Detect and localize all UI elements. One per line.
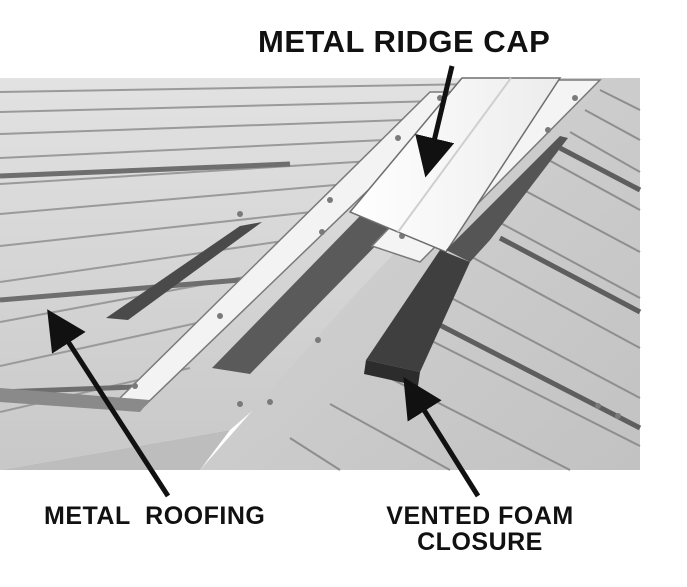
ridge-cap-arrow	[415, 65, 455, 178]
metal-ridge-cap	[348, 77, 562, 253]
ridge-cap-label: METAL RIDGE CAP	[258, 24, 551, 59]
metal-roofing-label: METAL ROOFING	[44, 502, 266, 530]
left-foam-strip	[106, 222, 262, 320]
ridge-gap	[212, 216, 395, 374]
metal-roofing-arrow	[47, 309, 171, 498]
foam-closure-label: VENTED FOAM CLOSURE	[386, 502, 574, 557]
foam-closure-arrow	[403, 377, 481, 498]
